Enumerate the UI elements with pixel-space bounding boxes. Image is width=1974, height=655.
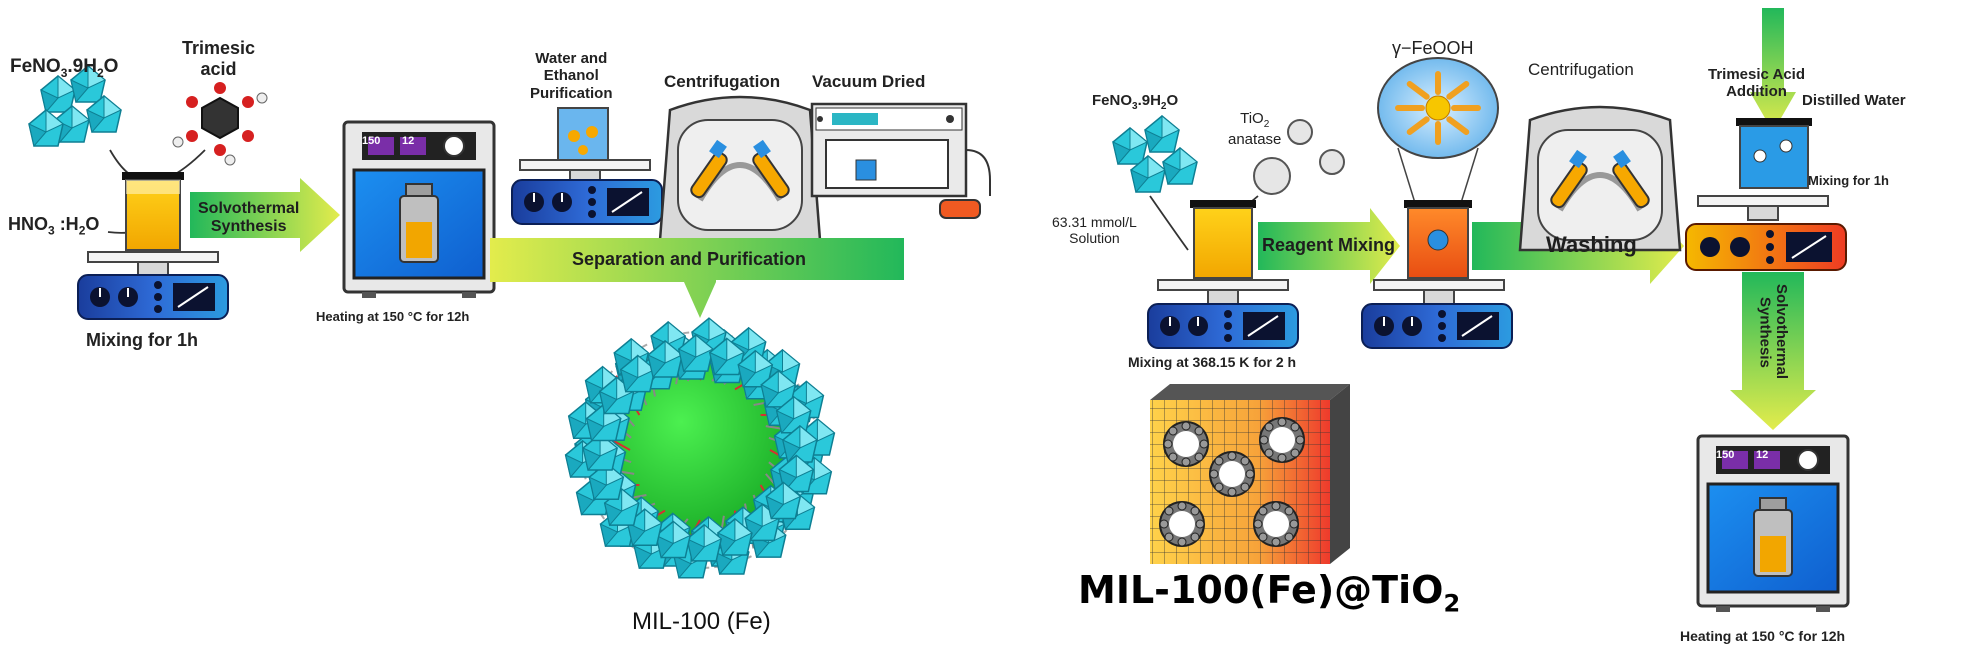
solvothermal-arrow-left bbox=[190, 178, 340, 252]
centrifugation-label-right: Centrifugation bbox=[1528, 60, 1634, 79]
feooh-ray-5 bbox=[1406, 81, 1430, 100]
reagent-mixing-arrow bbox=[1258, 208, 1400, 284]
solvent-label: HNO3 :H2O bbox=[8, 214, 100, 238]
solvothermal-arrow-right bbox=[1730, 272, 1816, 430]
feooh-ray-3 bbox=[1406, 116, 1430, 135]
mil-100-structure bbox=[564, 317, 836, 579]
feooh-ray-7 bbox=[1446, 81, 1470, 100]
oven-display-time-right: 12 bbox=[1756, 449, 1769, 461]
vacuum-dried-label: Vacuum Dried bbox=[812, 72, 926, 91]
washing-label: Washing bbox=[1546, 232, 1637, 257]
oven-display-temp-right: 150 bbox=[1716, 449, 1735, 461]
feooh-label: γ−FeOOH bbox=[1392, 38, 1474, 58]
oven-display-time-left: 12 bbox=[402, 135, 415, 147]
mil100-label: MIL-100 (Fe) bbox=[632, 608, 771, 635]
beaker-left bbox=[122, 172, 184, 251]
separation-label: Separation and Purification bbox=[572, 249, 807, 269]
trimesic-addition-arrow bbox=[1750, 8, 1796, 132]
beaker-right-2 bbox=[1404, 200, 1472, 279]
separation-arrow bbox=[490, 238, 904, 318]
mixing-caption-right: Mixing at 368.15 K for 2 h bbox=[1128, 354, 1297, 370]
oven-caption-right: Heating at 150 °C for 12h bbox=[1680, 628, 1846, 644]
trimesic-acid-molecule bbox=[172, 82, 268, 166]
oven-caption-left: Heating at 150 °C for 12h bbox=[316, 309, 470, 324]
mix1h-label: Mixing for 1h bbox=[1808, 173, 1889, 188]
beaker-right-3 bbox=[1736, 118, 1812, 189]
fe-cluster-right bbox=[1112, 115, 1198, 193]
tio2-particles bbox=[1253, 119, 1345, 195]
mixing-caption-left: Mixing for 1h bbox=[86, 330, 198, 350]
centrifugation-label-left: Centrifugation bbox=[664, 72, 781, 91]
beaker-right-1 bbox=[1190, 200, 1256, 279]
precursor-label-right: FeNO3.9H2O bbox=[1092, 92, 1179, 112]
oven-display-temp-left: 150 bbox=[362, 135, 381, 147]
tio2-label: TiO2 anatase bbox=[1228, 110, 1282, 148]
hot-stirrer bbox=[1685, 223, 1847, 271]
mof-block bbox=[1150, 384, 1350, 564]
distilled-water-label: Distilled Water bbox=[1802, 92, 1906, 109]
precursor-label-left: FeNO3.9H2O bbox=[10, 56, 119, 80]
feooh-ray-1 bbox=[1446, 116, 1470, 135]
mil100-tio2-label: MIL-100(Fe)@TiO2 bbox=[1078, 568, 1461, 618]
vacuum-dryer bbox=[810, 102, 991, 219]
reagent-mixing-label: Reagent Mixing bbox=[1262, 235, 1396, 255]
purification-beaker bbox=[557, 107, 609, 161]
